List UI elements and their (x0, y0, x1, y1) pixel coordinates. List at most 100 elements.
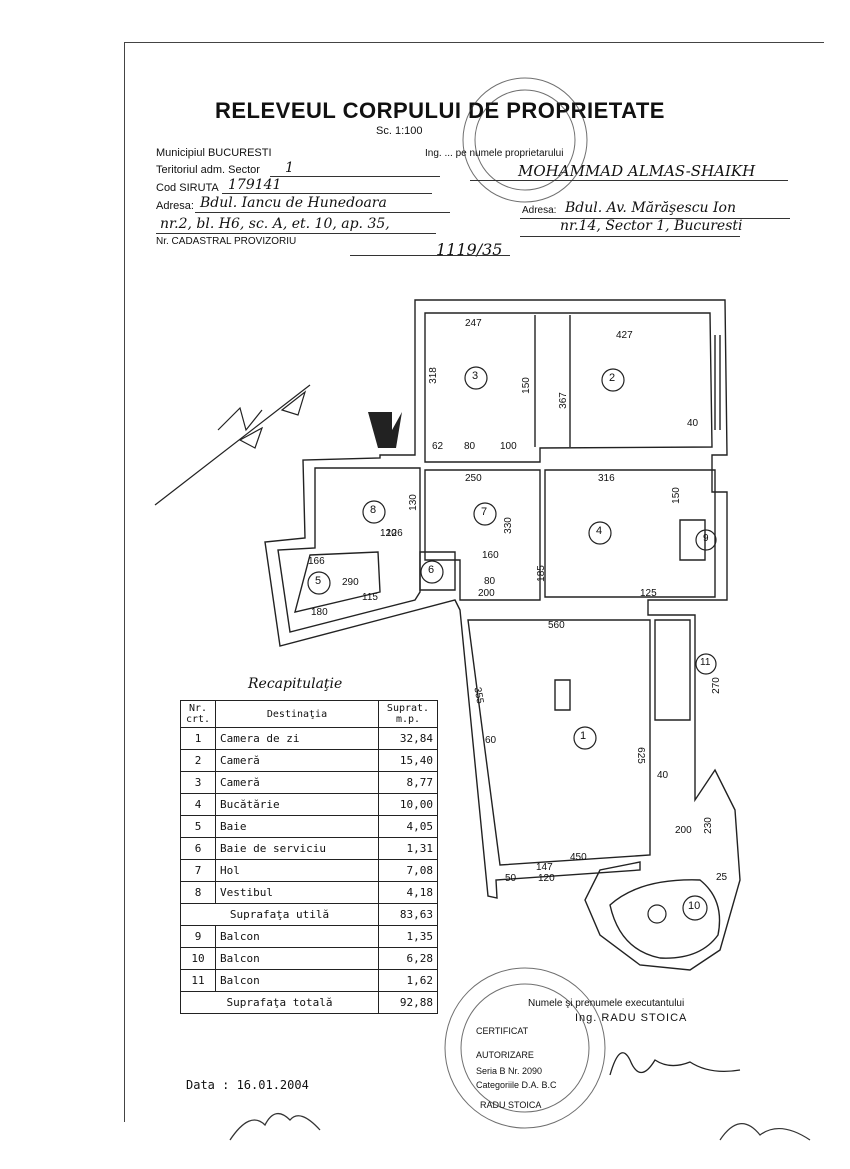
header-suprafata: Suprat. m.p. (378, 700, 438, 728)
siruta-underline (222, 193, 432, 194)
stamp-line5: RADU STOICA (480, 1100, 542, 1110)
signature-bottom-icon (719, 1123, 811, 1141)
north-arrow-icon (154, 384, 311, 506)
siruta-value: 179141 (228, 177, 282, 193)
page-border-top (124, 42, 824, 43)
room-3-label: 3 (472, 370, 479, 382)
room-2-label: 2 (609, 372, 616, 384)
cadastral-value: 1119/35 (436, 240, 503, 259)
wall-5-8 (277, 467, 421, 633)
cadastral-underline (350, 255, 510, 256)
dim-label: 147 (536, 862, 553, 873)
cell-val: 1,35 (378, 925, 438, 948)
dim-label: 100 (500, 441, 517, 452)
stamp-line1: CERTIFICAT (476, 1026, 529, 1036)
adresa2-line2: nr.14, Sector 1, Bucuresti (560, 218, 743, 234)
dim-label: 250 (465, 473, 482, 484)
page-border-left (124, 42, 125, 1122)
dim-label: 25 (716, 872, 728, 883)
room-6-label: 6 (428, 564, 435, 576)
dim-label: 60 (485, 735, 497, 746)
siruta-label: Cod SIRUTA (156, 182, 219, 194)
dim-label: 200 (675, 825, 692, 836)
signature-right-icon (609, 1052, 741, 1076)
room-8-label: 8 (370, 504, 377, 516)
wall-6 (419, 551, 456, 591)
municipiu-label: Municipiul BUCURESTI (156, 147, 272, 159)
table-header-row: Nr. crt. Destinaţia Suprat. m.p. (180, 700, 438, 728)
dim-label: 80 (484, 576, 496, 587)
dim-label: 40 (657, 770, 669, 781)
proprietar-value: MOHAMMAD ALMAS-SHAIKH (518, 162, 756, 180)
stamp-line3: Seria B Nr. 2090 (476, 1066, 543, 1076)
adresa2-line1: Bdul. Av. Mărăşescu Ion (565, 200, 736, 216)
proprietar-underline (470, 180, 788, 181)
adresa-underline1 (195, 212, 450, 213)
room-1-label: 1 (580, 730, 587, 742)
cell-val: 4,18 (378, 881, 438, 904)
scale: Sc. 1:100 (376, 125, 423, 137)
wall-7 (424, 469, 541, 601)
adresa2-underline1 (520, 218, 790, 219)
room-7-label: 7 (481, 506, 488, 518)
dim-label: 115 (362, 592, 378, 603)
dim-label: 125 (640, 588, 657, 599)
dim-label: 427 (616, 330, 633, 341)
dim-label: 50 (505, 873, 517, 884)
adresa2-label: Adresa: (522, 205, 557, 216)
executant-label: Numele şi prenumele executantului (528, 998, 685, 1009)
stamp-line2: AUTORIZARE (476, 1050, 534, 1060)
dim-label: 247 (465, 318, 482, 329)
north-mark-icon (368, 412, 402, 448)
signature-left-icon (229, 1113, 321, 1141)
dim-label: 316 (598, 473, 615, 484)
cell-dest: Balcon (215, 947, 379, 970)
adresa-underline2 (156, 233, 436, 234)
document-title: RELEVEUL CORPULUI DE PROPRIETATE (215, 98, 665, 123)
inner-wall-top (424, 312, 713, 463)
window-2 (714, 335, 721, 430)
cell-val: 7,08 (378, 859, 438, 882)
stamp-line4: Categoriile D.A. B.C (476, 1080, 557, 1090)
dim-label: 560 (548, 620, 565, 631)
room-4-label: 4 (596, 525, 603, 537)
total-label: Suprafaţa totală (180, 991, 379, 1014)
room-5-label: 5 (315, 575, 322, 587)
dim-label: 126 (386, 528, 403, 539)
header-destinatia: Destinaţia (215, 700, 379, 728)
dim-label: 166 (308, 556, 325, 567)
teritoriu-value: 1 (285, 160, 294, 176)
dim-label: 62 (432, 441, 444, 452)
wall-5-inner (294, 551, 381, 613)
outer-wall (264, 299, 741, 971)
cadastral-label: Nr. CADASTRAL PROVIZORIU (156, 236, 297, 247)
adresa2-underline2 (520, 236, 740, 237)
wall-1 (467, 619, 651, 866)
executant-name: Ing. RADU STOICA (575, 1012, 688, 1024)
dim-label: 450 (570, 852, 587, 863)
stamp-top (462, 77, 588, 203)
total-value: 92,88 (378, 991, 438, 1014)
dim-label: 40 (687, 418, 699, 429)
teritoriu-underline (270, 176, 440, 177)
dim-label: 290 (342, 577, 359, 588)
dim-label: 80 (464, 441, 476, 452)
wall-11 (654, 619, 691, 721)
room-10-label: 10 (688, 900, 701, 912)
cell-val: 15,40 (378, 749, 438, 772)
room-9-label: 9 (703, 533, 709, 544)
adresa-line1: Bdul. Iancu de Hunedoara (200, 195, 387, 211)
teritoriu-label: Teritoriul adm. Sector (156, 164, 260, 176)
